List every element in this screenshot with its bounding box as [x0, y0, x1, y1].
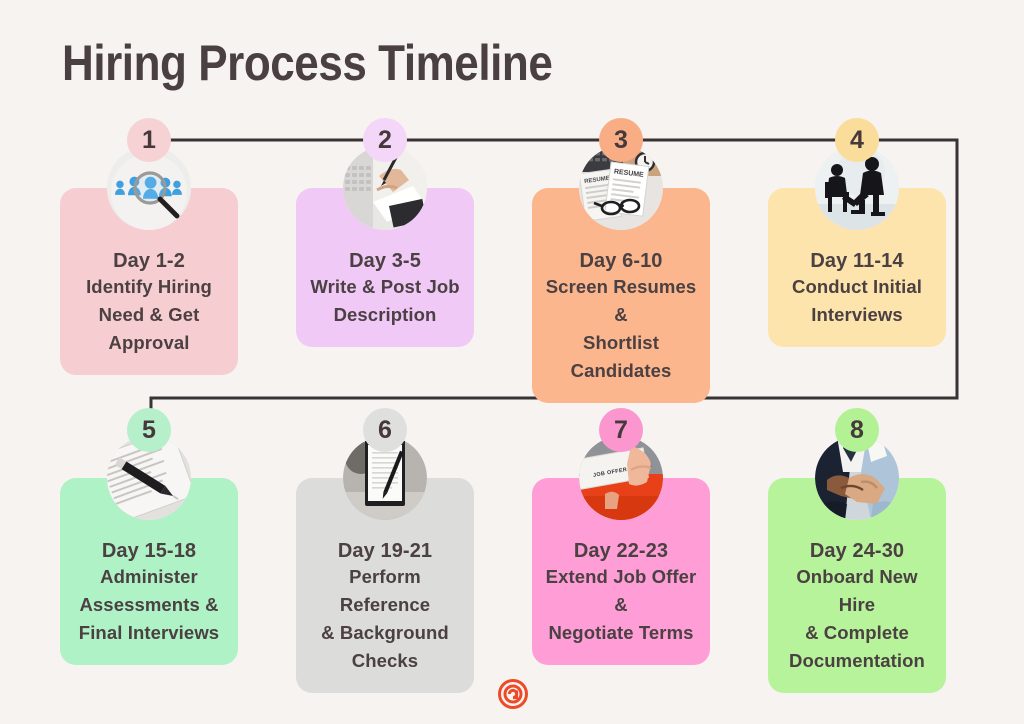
step-description-line: & Complete: [805, 621, 909, 643]
step-description-line: Conduct Initial: [792, 275, 922, 297]
step-day-label-5: Day 15-18: [101, 540, 197, 562]
step-number-badge-1: 1: [127, 118, 171, 162]
step-number-badge-7: 7: [599, 408, 643, 452]
step-day-label-4: Day 11-14: [810, 250, 904, 272]
step-description-line: Documentation: [789, 649, 925, 671]
step-description-line: Description: [333, 303, 437, 325]
step-description-line: Need & Get: [98, 303, 200, 325]
step-day-label-8: Day 24-30: [809, 540, 905, 562]
step-description-line: Extend Job Offer &: [545, 565, 697, 615]
page-title: Hiring Process Timeline: [62, 35, 553, 91]
step-description-line: & Background: [321, 621, 449, 643]
step-description-line: Checks: [351, 649, 419, 671]
step-description-line: Approval: [108, 331, 190, 353]
step-description-line: Candidates: [570, 359, 672, 381]
step-description-line: Write & Post Job: [310, 275, 460, 297]
step-description-line: Administer: [100, 565, 198, 587]
step-description-line: Perform Reference: [339, 565, 431, 615]
step-description-line: Negotiate Terms: [548, 621, 694, 643]
step-number-badge-2: 2: [363, 118, 407, 162]
step-number-badge-6: 6: [363, 408, 407, 452]
step-description-7: Extend Job Offer & Negotiate Terms: [540, 563, 702, 647]
step-description-line: Onboard New Hire: [796, 565, 918, 615]
step-description-line: Screen Resumes &: [545, 275, 697, 325]
step-number-badge-8: 8: [835, 408, 879, 452]
step-description-line: Final Interviews: [78, 621, 220, 643]
step-number-badge-5: 5: [127, 408, 171, 452]
step-day-label-7: Day 22-23: [573, 540, 669, 562]
step-description-line: Identify Hiring: [86, 275, 212, 297]
step-day-label-6: Day 19-21: [337, 540, 433, 562]
step-day-label-1: Day 1-2: [113, 250, 185, 272]
step-day-label-2: Day 3-5: [349, 250, 421, 272]
step-number-badge-3: 3: [599, 118, 643, 162]
step-number-badge-4: 4: [835, 118, 879, 162]
circular-target-logo-icon: [498, 679, 528, 709]
step-description-line: Shortlist: [583, 331, 659, 353]
step-description-line: Interviews: [811, 303, 903, 325]
step-description-line: Assessments &: [79, 593, 219, 615]
step-day-label-3: Day 6-10: [579, 250, 663, 272]
brand-logo[interactable]: [497, 678, 529, 710]
